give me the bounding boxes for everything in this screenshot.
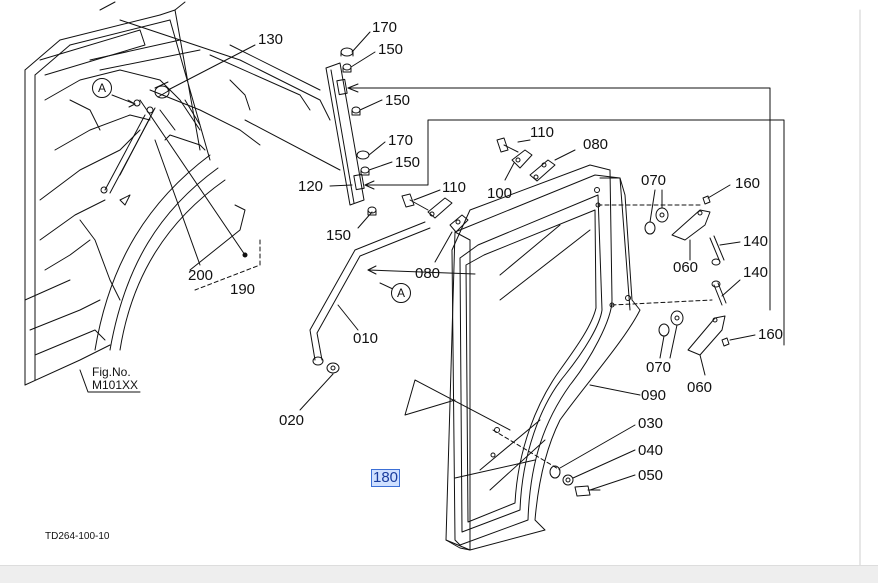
part-label-120[interactable]: 120: [298, 178, 324, 195]
part-label-050[interactable]: 050: [638, 467, 664, 484]
part-label-030[interactable]: 030: [638, 415, 664, 432]
drawing-id-label: TD264-100-10: [45, 531, 110, 542]
rail-assembly-drawing: [244, 31, 785, 346]
part-label-130[interactable]: 130: [258, 31, 284, 48]
part-label-140[interactable]: 140: [743, 233, 769, 250]
fastener-drawing: [549, 424, 636, 497]
part-label-020[interactable]: 020: [279, 412, 305, 429]
part-label-110[interactable]: 110: [530, 124, 554, 141]
part-label-170[interactable]: 170: [388, 132, 414, 149]
part-label-010[interactable]: 010: [353, 330, 379, 347]
part-label-140[interactable]: 140: [743, 264, 769, 281]
part-label-160[interactable]: 160: [758, 326, 784, 343]
part-label-060[interactable]: 060: [673, 259, 699, 276]
part-label-200[interactable]: 200: [188, 267, 214, 284]
part-label-180-selected[interactable]: 180: [370, 469, 401, 487]
part-label-110[interactable]: 110: [442, 179, 466, 196]
handle-rod-drawing: [299, 221, 476, 411]
figure-ref-label: Fig.No.: [92, 365, 131, 379]
hinge-right-drawing: [644, 184, 756, 376]
part-label-150[interactable]: 150: [326, 227, 352, 244]
bottom-scrollbar-strip: [0, 565, 878, 583]
figure-code-label: M101XX: [92, 378, 139, 392]
part-label-170[interactable]: 170: [372, 19, 398, 36]
part-label-150[interactable]: 150: [395, 154, 421, 171]
part-label-150[interactable]: 150: [378, 41, 404, 58]
part-label-080[interactable]: 080: [583, 136, 609, 153]
hinge-bracket-drawing: [401, 137, 576, 263]
part-label-070[interactable]: 070: [646, 359, 672, 376]
part-label-040[interactable]: 040: [638, 442, 664, 459]
parts-diagram: A A Fig.No. M101XX TD264-100-10 170 150 …: [24, 1, 861, 565]
part-label-100[interactable]: 100: [487, 185, 513, 202]
cab-frame-drawing: [24, 1, 331, 393]
part-label-070[interactable]: 070: [641, 172, 667, 189]
reference-marker-a-mid: A: [391, 283, 411, 303]
diagram-drawing: [24, 1, 861, 565]
part-label-150[interactable]: 150: [385, 92, 411, 109]
part-label-060[interactable]: 060: [687, 379, 713, 396]
part-label-080[interactable]: 080: [415, 265, 441, 282]
part-label-190[interactable]: 190: [230, 281, 256, 298]
reference-marker-a-left: A: [92, 78, 112, 98]
door-panel-drawing: [404, 164, 713, 551]
part-label-160[interactable]: 160: [735, 175, 761, 192]
part-label-090[interactable]: 090: [641, 387, 667, 404]
